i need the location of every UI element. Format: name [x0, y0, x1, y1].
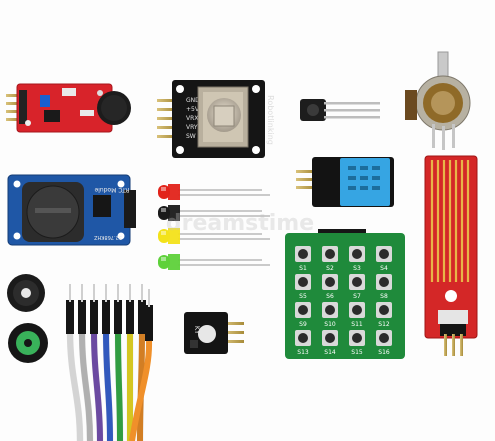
- keypad-key: S15: [349, 330, 365, 356]
- rtc-crystal-label: 32.768KHZ: [93, 234, 122, 240]
- rtc-module-label: RTC Module: [94, 186, 129, 193]
- keypad-key-label: S1: [299, 265, 307, 272]
- joystick-pin-label: +5V: [186, 106, 200, 113]
- keypad-key-label: S6: [326, 293, 334, 300]
- dht11-sensor: [296, 157, 394, 207]
- keypad-key-label: S2: [326, 265, 334, 272]
- joystick-pin-label: GND: [186, 97, 200, 104]
- keypad-key: S6: [322, 274, 338, 300]
- rtc-chip: [93, 195, 111, 217]
- led-group: [158, 184, 270, 270]
- keypad-key: S12: [376, 302, 392, 328]
- ir-receiver: [300, 99, 380, 121]
- keypad-key: S8: [376, 274, 392, 300]
- keypad-key-label: S16: [378, 349, 390, 356]
- keypad-key: S3: [349, 246, 365, 272]
- rtc-module: RTC Module 32.768KHZ: [7, 174, 136, 246]
- jumper-wire: [78, 284, 94, 441]
- keypad-key: S10: [322, 302, 338, 328]
- keypad-key-label: S5: [299, 293, 307, 300]
- keypad-key: S2: [322, 246, 338, 272]
- rotary-potentiometer: [405, 51, 471, 150]
- jumper-wire: [126, 284, 134, 441]
- potentiometer-blue: [40, 95, 50, 107]
- led: [158, 254, 270, 270]
- jumper-wire: [66, 284, 84, 441]
- led: [158, 205, 270, 221]
- sound-sensor-pins: [6, 94, 20, 121]
- keypad-key: S14: [322, 330, 338, 356]
- joystick-pin-label: SW: [186, 133, 196, 140]
- keypad-key-label: S12: [378, 321, 390, 328]
- keypad-key-label: S15: [351, 349, 363, 356]
- keypad-key-label: S10: [324, 321, 336, 328]
- keypad-key: S13: [295, 330, 311, 356]
- water-level-sensor: [424, 155, 478, 356]
- led: [158, 228, 270, 244]
- keypad-key: S1: [295, 246, 311, 272]
- keypad-key-label: S7: [353, 293, 361, 300]
- small-sensor-board: KY: [184, 312, 244, 354]
- dht11-housing: [340, 158, 390, 206]
- jumper-wire: [102, 284, 114, 441]
- jumper-wire-bundle: [66, 284, 153, 441]
- keypad-key: S4: [376, 246, 392, 272]
- buzzer-bottom: [8, 323, 48, 363]
- sound-sensor-module: [6, 83, 131, 133]
- led: [158, 184, 270, 200]
- keypad-key: S9: [295, 302, 311, 328]
- joystick-pin-label: VRX: [186, 115, 198, 122]
- joystick-brand-label: Robotlinking: [266, 95, 275, 145]
- keypad-key-label: S8: [380, 293, 388, 300]
- joystick-pin-label: VRY: [186, 124, 198, 131]
- keypad-key: S5: [295, 274, 311, 300]
- jumper-wire: [90, 284, 104, 441]
- buzzer-top: [7, 274, 45, 312]
- jumper-connector-loose: [129, 289, 153, 441]
- jumper-wire: [114, 284, 124, 441]
- keypad-key-label: S14: [324, 349, 336, 356]
- joystick-pin-labels: GND +5V VRX VRY SW: [186, 97, 200, 140]
- small-board-label: KY: [193, 326, 201, 335]
- joystick-pins: [157, 99, 175, 138]
- keypad-key: S16: [376, 330, 392, 356]
- keypad-key-label: S11: [351, 321, 363, 328]
- keypad-key: S7: [349, 274, 365, 300]
- joystick-module: GND +5V VRX VRY SW Robotlinking: [157, 80, 275, 158]
- keypad-key-label: S13: [297, 349, 309, 356]
- watermark-text: dreamstime: [166, 211, 314, 236]
- keypad-key-label: S9: [299, 321, 307, 328]
- keypad-key: S11: [349, 302, 365, 328]
- keypad-key-label: S3: [353, 265, 361, 272]
- keypad-key-label: S4: [380, 265, 388, 272]
